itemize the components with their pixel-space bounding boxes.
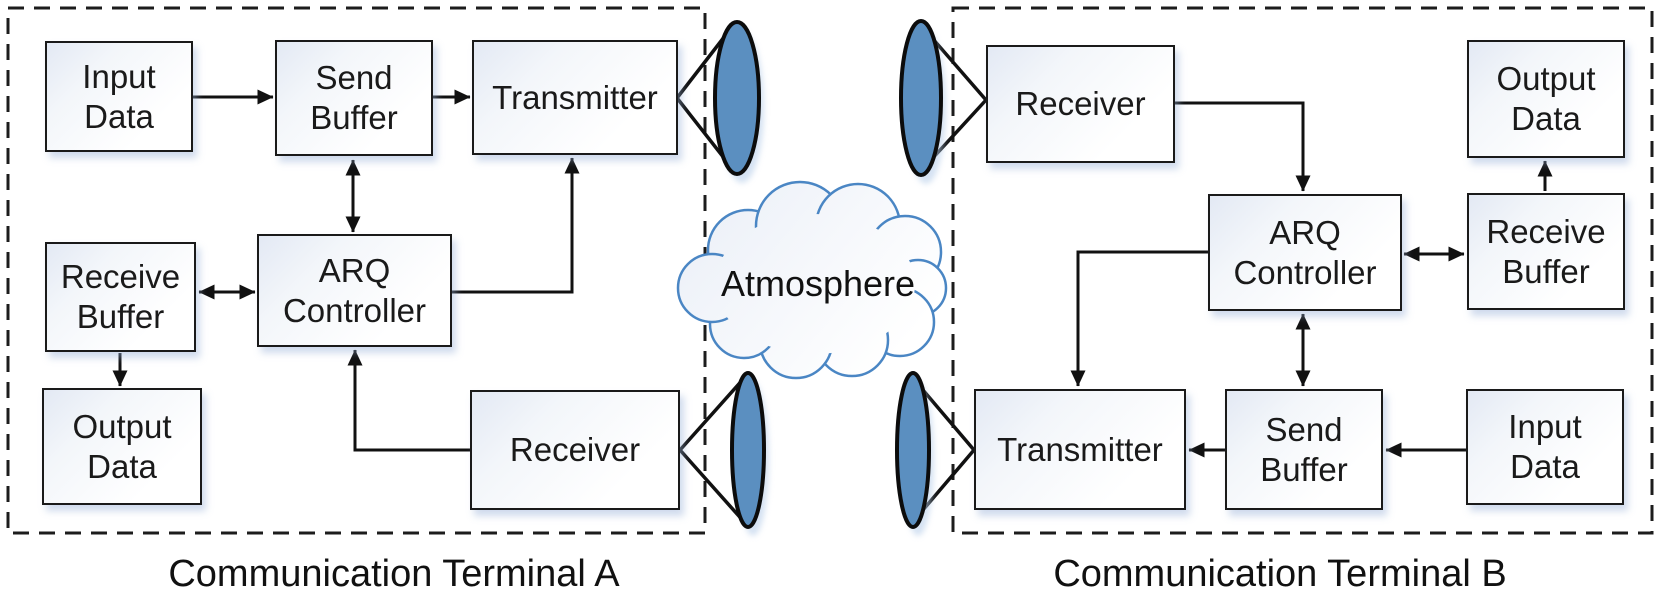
box-receiver-b: Receiver xyxy=(986,45,1175,163)
box-label: Output Data xyxy=(72,407,172,485)
box-label: Transmitter xyxy=(997,430,1163,468)
box-label: ARQ Controller xyxy=(1233,213,1377,291)
terminal-b-border xyxy=(951,6,1654,535)
box-input-data-a: Input Data xyxy=(45,41,193,152)
lens-b-top xyxy=(899,19,943,177)
box-send-buffer-a: Send Buffer xyxy=(275,40,433,156)
box-label: Receiver xyxy=(1015,85,1146,123)
lens-a-top xyxy=(713,20,761,176)
arrow-a-receiver-to-arq xyxy=(347,349,470,452)
box-label: Transmitter xyxy=(492,78,658,116)
terminal-a-caption: Communication Terminal A xyxy=(168,553,620,595)
box-label: Input Data xyxy=(1508,408,1582,485)
box-send-buffer-b: Send Buffer xyxy=(1225,389,1383,510)
box-label: Send Buffer xyxy=(1260,410,1348,488)
atmosphere-label: Atmosphere xyxy=(720,263,916,304)
terminal-b-caption: Communication Terminal B xyxy=(1053,553,1507,595)
box-output-data-b: Output Data xyxy=(1467,40,1625,158)
lens-b-bottom xyxy=(895,371,931,529)
box-transmitter-b: Transmitter xyxy=(974,389,1186,510)
box-label: Receive Buffer xyxy=(1486,212,1606,290)
arrow-b-arq-to-transmitter xyxy=(1070,250,1208,387)
box-receive-buffer-a: Receive Buffer xyxy=(45,242,196,352)
box-output-data-a: Output Data xyxy=(42,388,202,505)
box-label: Input Data xyxy=(82,57,156,135)
box-transmitter-a: Transmitter xyxy=(472,40,678,155)
box-input-data-b: Input Data xyxy=(1466,389,1624,505)
box-receiver-a: Receiver xyxy=(470,390,680,510)
box-arq-controller-b: ARQ Controller xyxy=(1208,194,1402,311)
box-label: Receive Buffer xyxy=(60,258,181,335)
box-label: Send Buffer xyxy=(310,59,398,136)
box-arq-controller-a: ARQ Controller xyxy=(257,234,452,347)
arrow-b-receiver-to-arq xyxy=(1175,101,1311,192)
box-receive-buffer-b: Receive Buffer xyxy=(1467,193,1625,310)
atmosphere-cloud xyxy=(676,180,948,380)
box-label: Output Data xyxy=(1496,60,1596,137)
box-label: Receiver xyxy=(509,431,641,469)
lens-a-bottom xyxy=(730,371,766,529)
arrow-a-arq-to-transmitter xyxy=(452,157,580,294)
beam-a-receive xyxy=(678,374,748,526)
terminal-a-border xyxy=(6,6,707,535)
box-label: ARQ Controller xyxy=(282,251,427,329)
